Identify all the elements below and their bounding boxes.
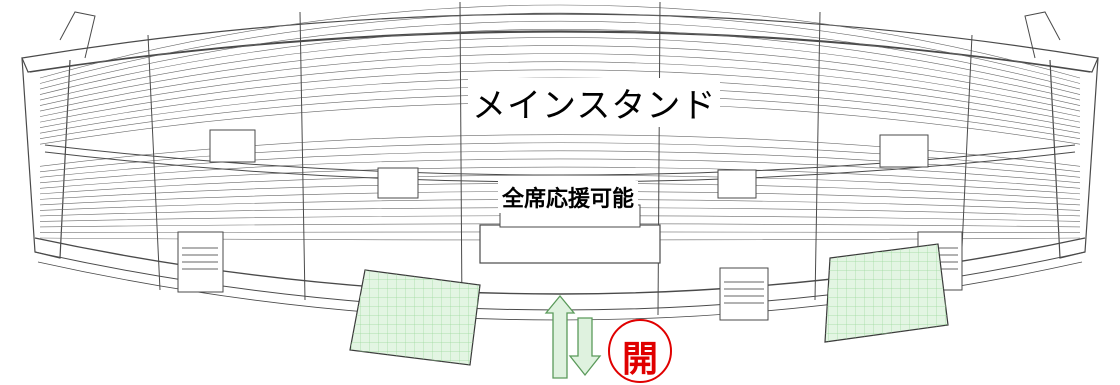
outer-wall (21, 13, 1099, 73)
entrance-boxes (209, 129, 929, 199)
seat-row-line (39, 53, 1081, 112)
center-booth (479, 224, 661, 264)
seat-row-line (39, 37, 1081, 101)
seat-row-line (39, 77, 1081, 128)
seat-row-line (39, 4, 1081, 79)
seat-row-line (39, 69, 1081, 123)
open-label: 開 (621, 339, 658, 380)
left-end (21, 57, 71, 259)
open-badge-icon: 開 (608, 319, 672, 383)
seat-row-line (39, 29, 1081, 95)
section-dividers (147, 1, 973, 316)
seat-row-line (39, 12, 1081, 84)
all-seats-support-label: 全席応援可能 (498, 181, 639, 213)
down-arrow-icon (568, 317, 602, 377)
up-arrow-icon (544, 294, 576, 379)
seat-row-line (39, 45, 1081, 106)
seat-row-line (39, 20, 1081, 90)
right-end (1049, 57, 1099, 259)
seat-row-line (39, 61, 1081, 117)
seat-row-line (39, 166, 1081, 189)
stand-top-edge (29, 31, 1091, 73)
seat-row-line (39, 158, 1081, 184)
main-stand-title: メインスタンド (468, 78, 721, 127)
